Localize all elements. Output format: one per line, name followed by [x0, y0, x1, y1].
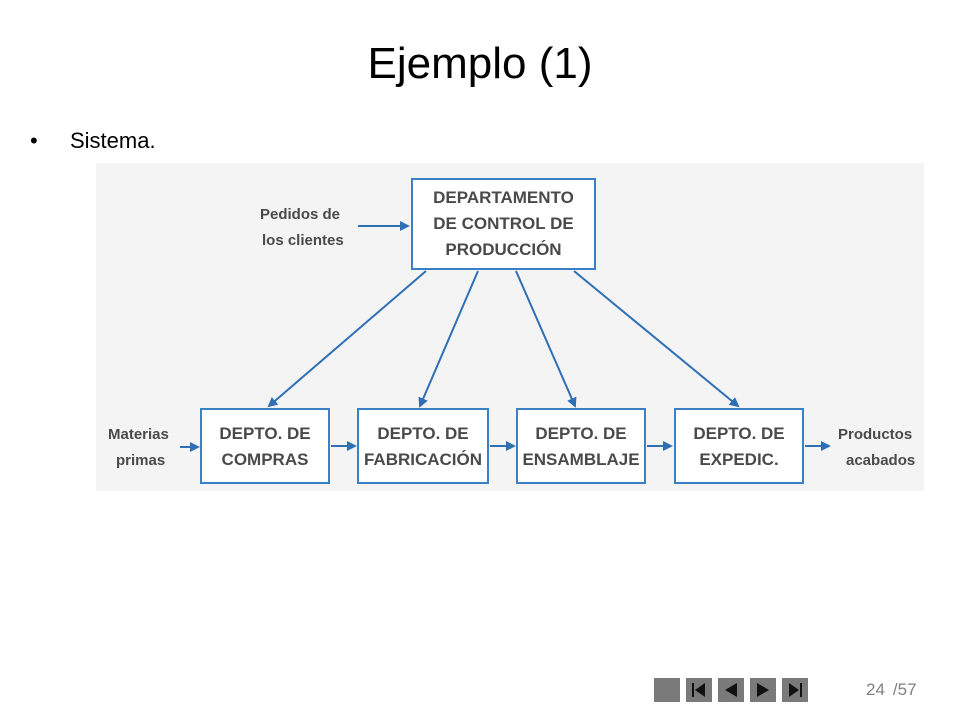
production-control-line-2: DE CONTROL DE: [433, 214, 573, 233]
arrow-to-expedic: [573, 270, 740, 408]
slide-title: Ejemplo (1): [367, 39, 593, 88]
bullet-text: Sistema.: [70, 128, 156, 153]
expedic-line-1: DEPTO. DE: [693, 424, 784, 443]
ensamblaje-line-1: DEPTO. DE: [535, 424, 626, 443]
ensamblaje-line-2: ENSAMBLAJE: [522, 450, 639, 469]
compras-line-1: DEPTO. DE: [219, 424, 310, 443]
page-counter: 24/57: [866, 678, 917, 702]
total-pages: /57: [892, 680, 917, 699]
next-slide-icon[interactable]: [750, 678, 776, 702]
fabricacion-box: [357, 408, 489, 484]
production-control-box: [411, 178, 596, 270]
fabricacion-line-1: DEPTO. DE: [377, 424, 468, 443]
production-system-diagram: DEPARTAMENTO DE CONTROL DE PRODUCCIÓN Pe…: [96, 163, 924, 491]
last-slide-icon[interactable]: [782, 678, 808, 702]
expedic-line-2: EXPEDIC.: [699, 450, 778, 469]
bullet-item: • Sistema.: [30, 126, 156, 156]
arrow-to-ensamblaje: [515, 270, 577, 408]
production-control-line-3: PRODUCCIÓN: [445, 240, 561, 259]
previous-slide-icon[interactable]: [718, 678, 744, 702]
finished-products-line-2: acabados: [846, 452, 915, 469]
compras-line-2: COMPRAS: [222, 450, 309, 469]
slide-navigation: [654, 678, 808, 702]
customer-orders-line-1: Pedidos de: [260, 206, 340, 223]
stop-icon[interactable]: [654, 678, 680, 702]
ensamblaje-box: [516, 408, 646, 484]
raw-materials-line-2: primas: [116, 452, 165, 469]
diagram-canvas: DEPARTAMENTO DE CONTROL DE PRODUCCIÓN Pe…: [108, 178, 915, 484]
customer-orders-line-2: los clientes: [262, 232, 344, 249]
current-page: 24: [866, 680, 885, 699]
raw-materials-line-1: Materias: [108, 426, 169, 443]
expedic-box: [674, 408, 804, 484]
arrow-to-compras: [267, 270, 427, 408]
bullet-point-icon: •: [30, 128, 38, 153]
first-slide-icon[interactable]: [686, 678, 712, 702]
fabricacion-line-2: FABRICACIÓN: [364, 450, 482, 469]
compras-box: [200, 408, 330, 484]
arrow-to-fabricacion: [418, 270, 479, 408]
production-control-line-1: DEPARTAMENTO: [433, 188, 574, 207]
finished-products-line-1: Productos: [838, 426, 912, 443]
